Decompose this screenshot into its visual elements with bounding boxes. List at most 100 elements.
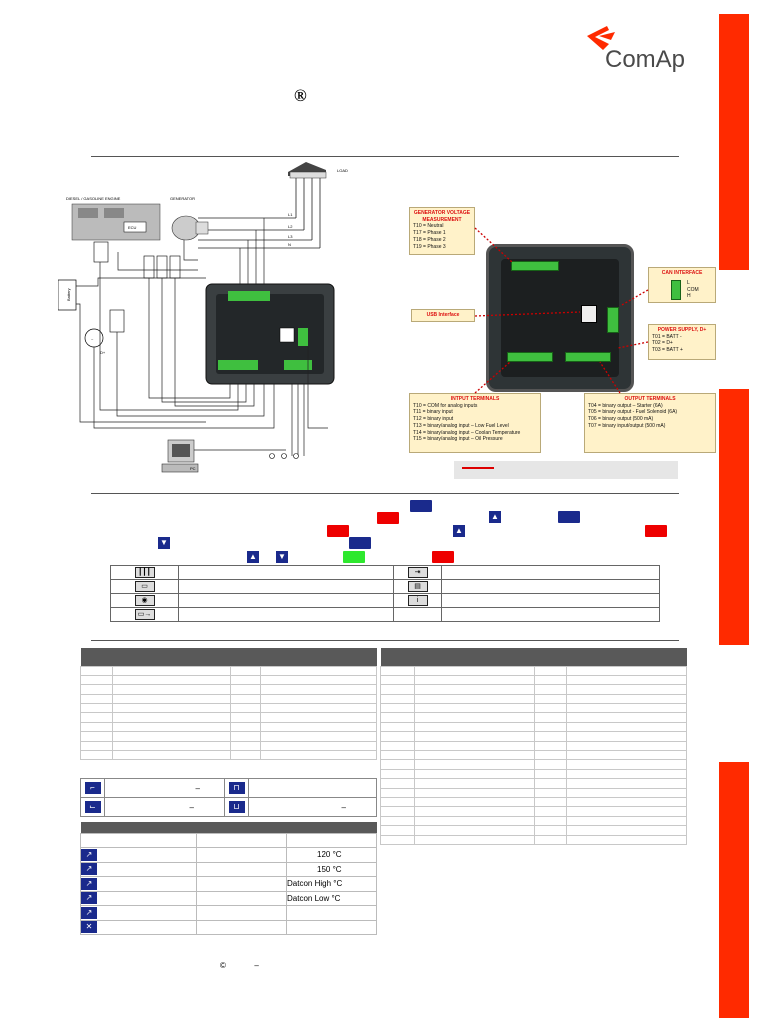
input-line: T11 = binary input xyxy=(413,409,453,416)
sensor-table: ↗ 120 °C ↗ 150 °C ↗ Datcon High °C ↗ Dat… xyxy=(80,822,377,935)
output-line: T04 = binary output – Starter (6A) xyxy=(588,402,663,409)
usb-port xyxy=(581,305,597,323)
input-line: T13 = binary/analog input – Low Fuel Lev… xyxy=(413,422,509,429)
counter-icon: ▤ xyxy=(407,581,428,592)
registered-mark: ® xyxy=(294,86,307,105)
generator-label: GENERATOR xyxy=(170,196,195,201)
button-red-4[interactable] xyxy=(432,551,454,563)
sensor-value: 120 °C xyxy=(286,847,377,863)
callout-can-title: CAN INTERFACE xyxy=(661,270,703,276)
callout-usb: USB Interface xyxy=(411,309,475,322)
callout-usb-title: USB Interface xyxy=(426,312,460,318)
callout-line: T10 = Neutral xyxy=(413,223,444,230)
power-line: T01 = BATT - xyxy=(652,333,682,340)
controller-photo xyxy=(486,244,634,392)
button-navy-1[interactable] xyxy=(410,500,432,512)
input-line: T10 = COM for analog inputs xyxy=(413,402,478,409)
input-line: T12 = binary input xyxy=(413,416,454,423)
footer-dash: – xyxy=(254,961,259,970)
callout-inputs: INTPUT TERMINALS T10 = COM for analog in… xyxy=(409,393,541,453)
button-navy-2[interactable] xyxy=(558,511,580,523)
sensor-curve-icon: ↗ xyxy=(81,863,97,876)
switch-nc-icon: ⊓ xyxy=(228,782,245,794)
switch-closed-icon: ⌙ xyxy=(84,801,101,813)
switch-dash: – xyxy=(104,797,225,817)
callout-inputs-title: INTPUT TERMINALS xyxy=(450,396,500,402)
callout-can: CAN INTERFACE L COM H xyxy=(648,267,716,303)
side-tab-1 xyxy=(719,14,749,270)
can-line: COM xyxy=(687,286,699,293)
sensor-value: Datcon Low °C xyxy=(286,890,377,906)
footer: © – xyxy=(220,961,259,970)
left-data-table xyxy=(80,648,377,761)
load-house xyxy=(288,162,327,179)
sensor-value: Datcon High °C xyxy=(286,876,377,892)
phase-l2: L2 xyxy=(288,224,293,229)
callout-line: T17 = Phase 1 xyxy=(413,230,446,237)
phase-l3: L3 xyxy=(288,234,293,239)
sensor-disabled-icon: ✕ xyxy=(81,921,97,934)
callout-line: T19 = Phase 3 xyxy=(413,243,446,250)
switch-no-icon: ⊔ xyxy=(228,801,245,813)
divider-lower xyxy=(91,640,679,641)
button-green[interactable] xyxy=(343,551,365,563)
power-line: T03 = BATT + xyxy=(652,347,683,354)
button-navy-3[interactable] xyxy=(349,537,371,549)
can-line: H xyxy=(687,293,691,300)
output-line: T07 = binary input/output (500 mA) xyxy=(588,422,666,429)
battery-icon: ▭ xyxy=(134,581,155,592)
callout-power: POWER SUPPLY, D+ T01 = BATT - T02 = D+ T… xyxy=(648,324,716,360)
can-connector xyxy=(671,280,681,300)
phase-l1: L1 xyxy=(288,212,293,217)
button-red-2[interactable] xyxy=(327,525,349,537)
input-terminal xyxy=(507,352,553,362)
enter-icon: ⇥ xyxy=(407,567,428,578)
button-red-3[interactable] xyxy=(645,525,667,537)
button-red-1[interactable] xyxy=(377,512,399,524)
svg-text:~: ~ xyxy=(91,337,94,342)
arrow-down-button[interactable]: ▼ xyxy=(276,551,288,563)
side-tab-3 xyxy=(719,762,749,1018)
sensor-curve-icon: ↗ xyxy=(81,848,97,861)
divider-middle xyxy=(91,493,679,494)
power-terminal xyxy=(607,307,619,333)
arrow-down-button[interactable]: ▼ xyxy=(158,537,170,549)
ecu-label: ECU xyxy=(128,225,137,230)
switch-symbols-table: ⌐ – ⊓ ⌙ – ⊔ – xyxy=(80,778,377,817)
measurement-icon: ┃┃┃ xyxy=(134,567,155,578)
switch-dash: – xyxy=(104,778,225,798)
note-bar xyxy=(454,461,678,479)
gen-voltage-terminal xyxy=(511,261,559,271)
exit-icon: ▭→ xyxy=(134,609,155,620)
battery-label: Battery xyxy=(66,288,71,301)
right-data-table xyxy=(380,648,687,845)
sensor-curve-icon: ↗ xyxy=(81,906,97,919)
brand-name: ComAp xyxy=(605,46,686,73)
output-line: T06 = binary output (500 mA) xyxy=(588,416,654,423)
sensor-value: 150 °C xyxy=(286,861,377,877)
input-line: T14 = binary/analog input – Coolan Tempe… xyxy=(413,429,521,436)
copyright-mark: © xyxy=(220,961,226,970)
divider-top xyxy=(91,156,679,157)
d-plus-label: D+ xyxy=(100,350,106,355)
info-icon: i xyxy=(407,595,428,606)
callout-power-title: POWER SUPPLY, D+ xyxy=(657,327,707,333)
engine-speed-icon: ◉ xyxy=(134,595,155,606)
arrow-up-button[interactable]: ▲ xyxy=(247,551,259,563)
switch-open-icon: ⌐ xyxy=(84,782,101,794)
arrow-up-button[interactable]: ▲ xyxy=(489,511,501,523)
arrow-up-button[interactable]: ▲ xyxy=(453,525,465,537)
output-line: T05 = binary output - Fuel Solenoid (6A) xyxy=(588,409,678,416)
pc-icon xyxy=(161,439,199,473)
sensor-curve-icon: ↗ xyxy=(81,877,97,890)
note-red-line xyxy=(462,467,494,469)
output-terminal xyxy=(565,352,611,362)
pc-label: PC xyxy=(190,466,196,471)
callout-outputs: OUTPUT TERMINALS T04 = binary output – S… xyxy=(584,393,716,453)
callout-line: T18 = Phase 2 xyxy=(413,236,446,243)
side-tab-2 xyxy=(719,389,749,645)
wiring-diagram: LOAD L1 L2 L3 N DIESEL / GASOLINE ENGINE… xyxy=(58,162,348,473)
screen-icon-table: ┃┃┃ ⇥ ▭ ▤ ◉ i ▭→ xyxy=(110,565,660,622)
engine-label: DIESEL / GASOLINE ENGINE xyxy=(66,196,121,201)
